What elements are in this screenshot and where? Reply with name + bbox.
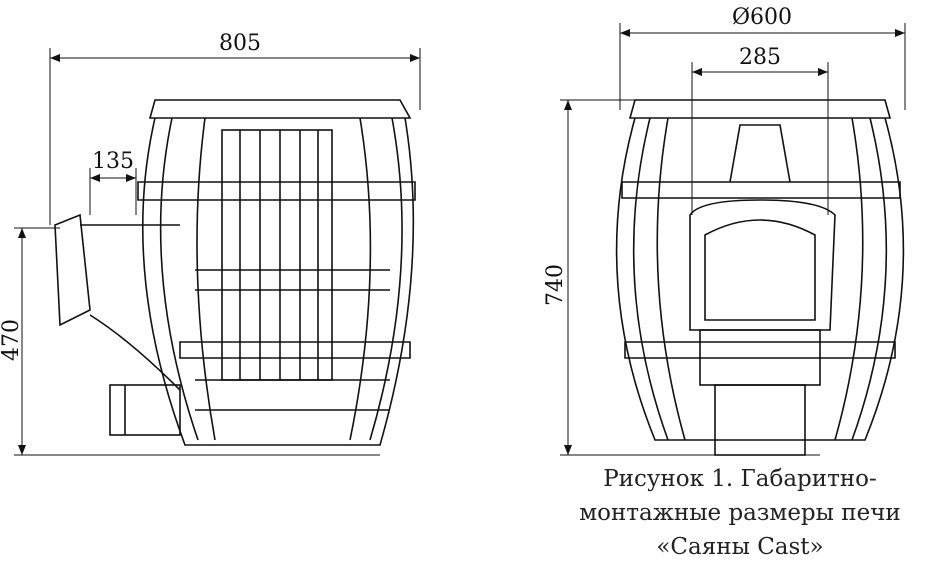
caption-line-3: «Саяны Cast» [656,534,824,560]
dimension-diameter-600 [619,23,906,110]
label-805: 805 [219,31,261,56]
label-diameter-600: Ø600 [732,5,792,30]
dimension-470 [14,227,380,456]
caption-line-1: Рисунок 1. Габаритно- [603,466,877,492]
front-view-stove [615,99,905,456]
dimension-135 [89,168,137,215]
label-740: 740 [543,264,568,306]
dimension-805 [49,48,421,225]
label-285: 285 [739,45,781,70]
side-view-stove [54,99,416,446]
label-470: 470 [0,319,24,361]
figure-caption: Рисунок 1. Габаритно- монтажные размеры … [520,462,930,564]
caption-line-2: монтажные размеры печи [579,500,901,526]
label-135: 135 [92,149,134,174]
dimension-285 [691,62,829,215]
